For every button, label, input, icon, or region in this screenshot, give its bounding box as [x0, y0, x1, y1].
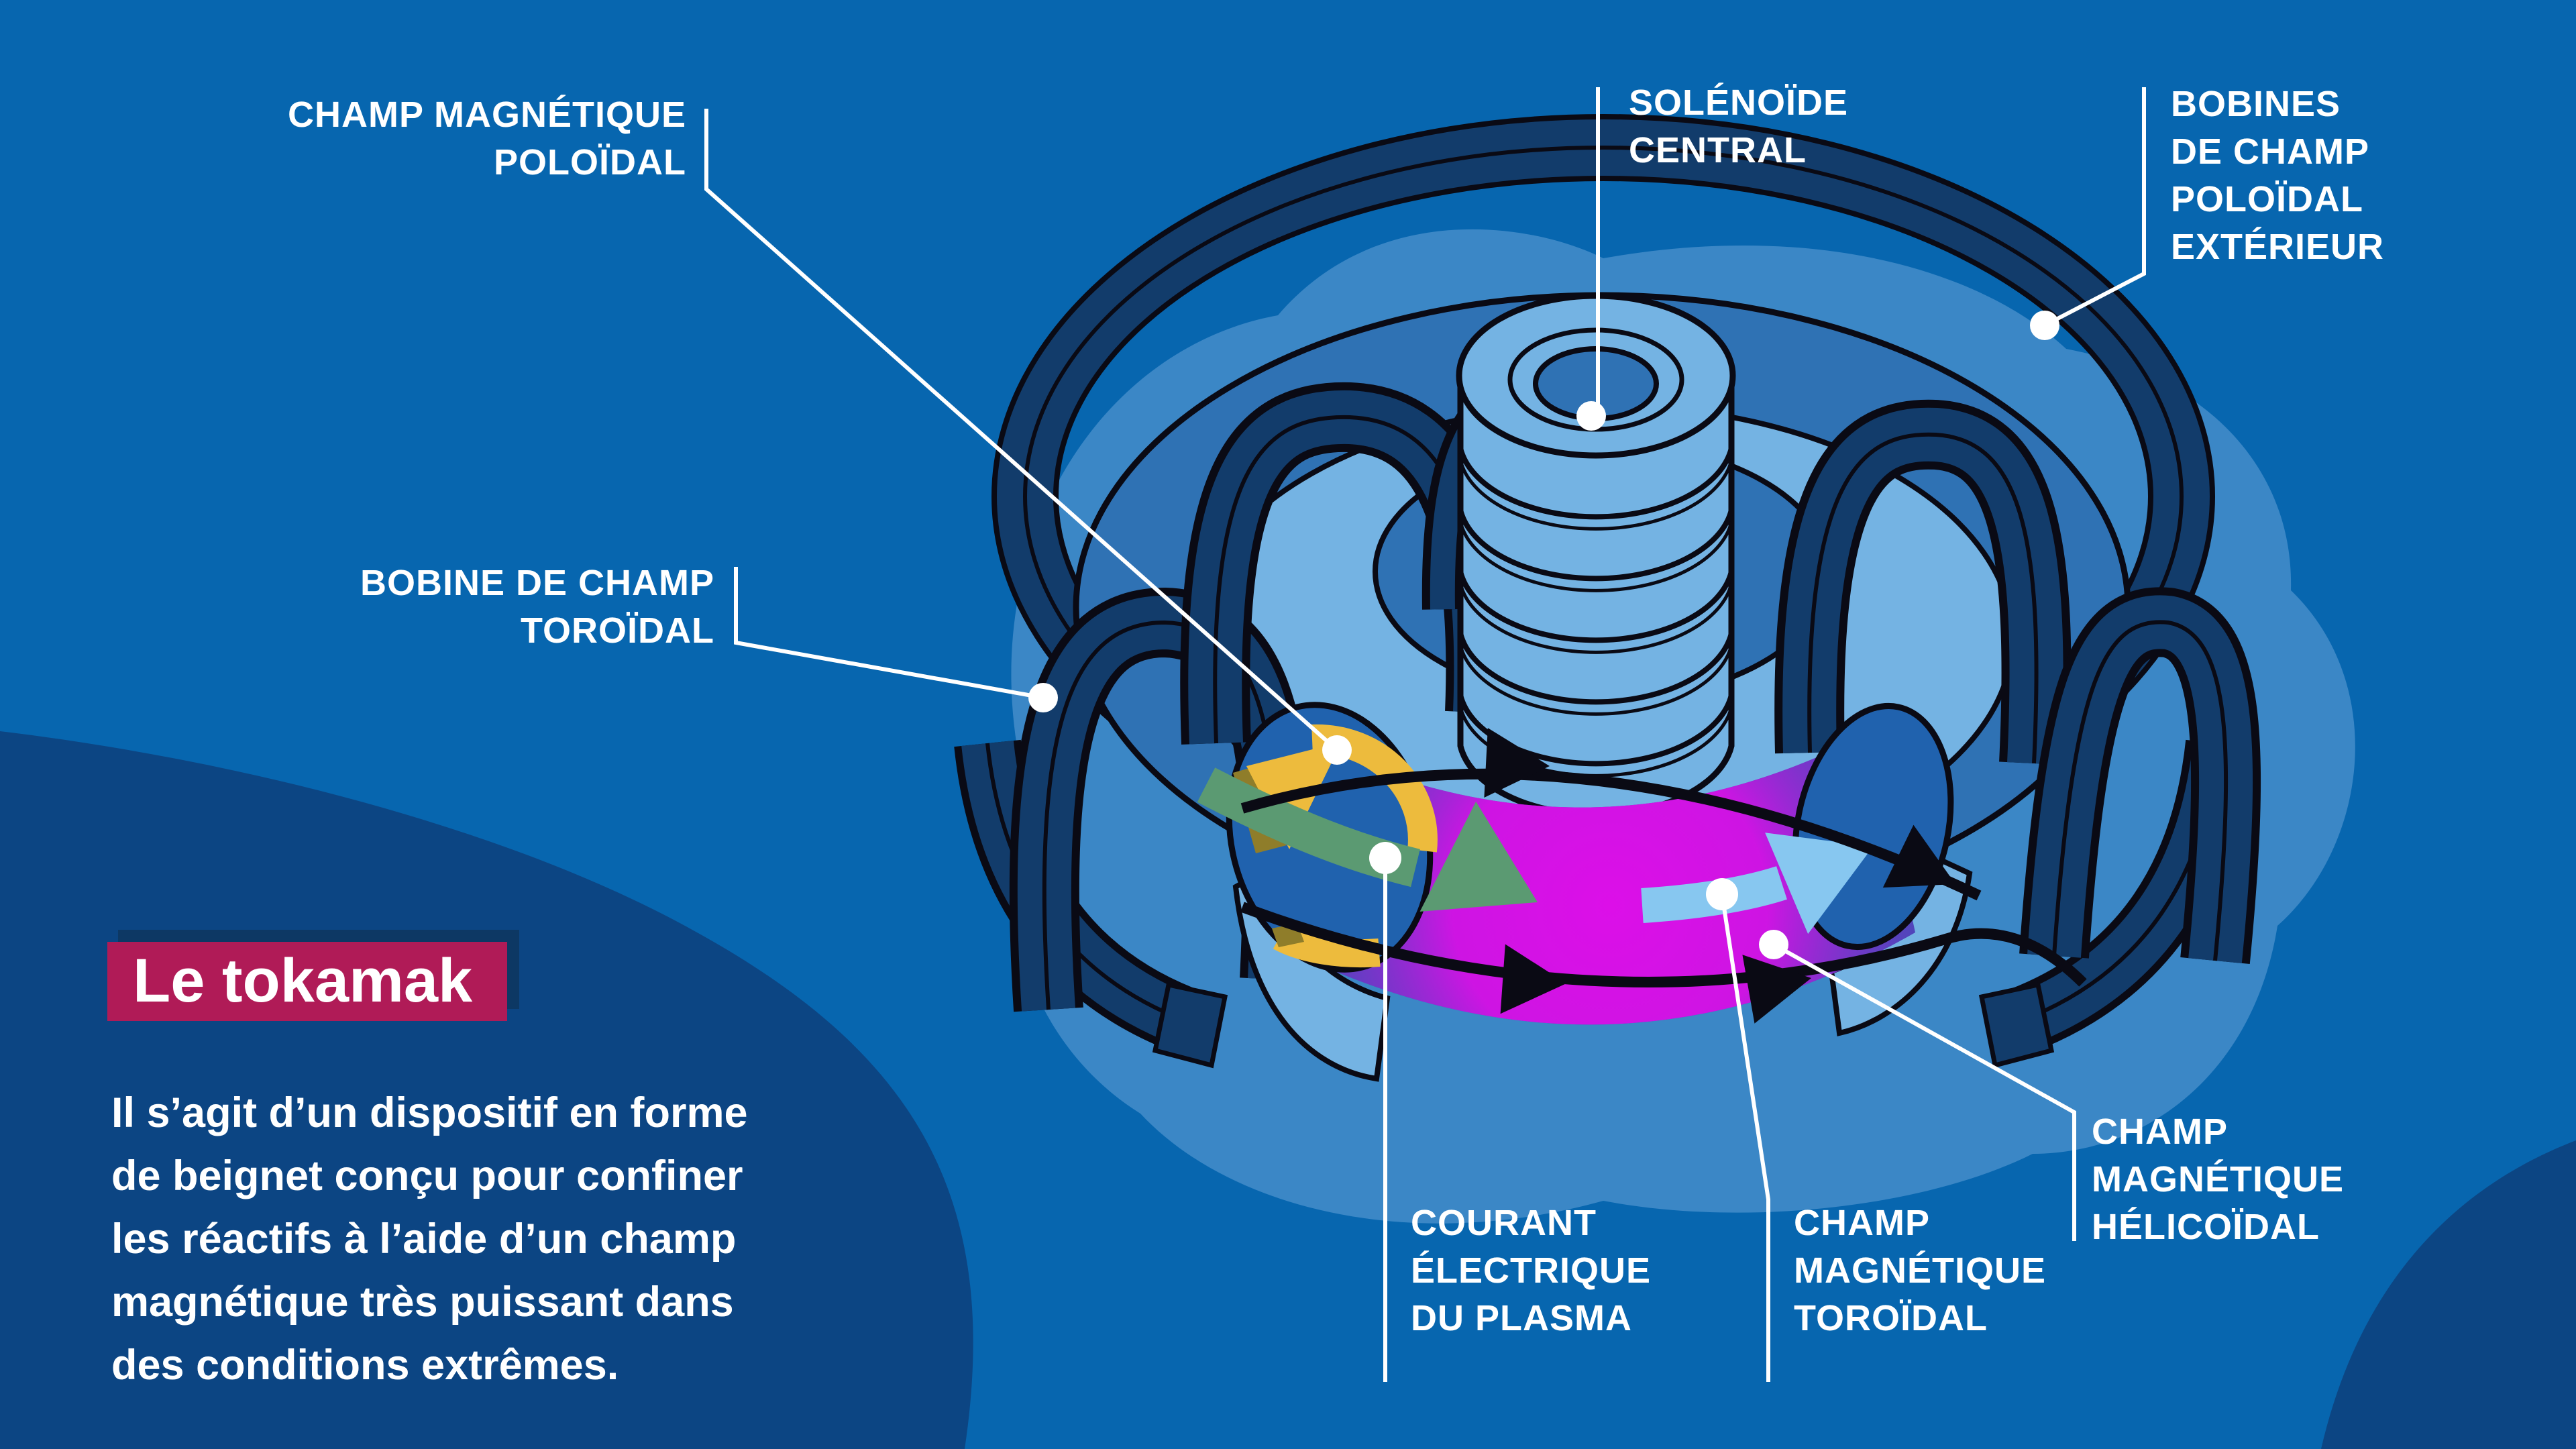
label-line: BOBINE DE CHAMP — [360, 563, 714, 603]
label-line: CHAMP — [2092, 1112, 2228, 1152]
label-line: TOROÏDAL — [1794, 1298, 1988, 1338]
label-line: MAGNÉTIQUE — [2092, 1159, 2345, 1199]
label-line: CHAMP — [1794, 1203, 1930, 1243]
label-bobines-champ-poloidal-exterieur: BOBINES DE CHAMP POLOÏDAL EXTÉRIEUR — [2171, 80, 2384, 271]
description-line: magnétique très puissant dans — [111, 1279, 734, 1326]
leader-poloidal-field — [704, 109, 1338, 752]
label-line: POLOÏDAL — [2171, 179, 2363, 219]
leader-dot — [1576, 401, 1606, 431]
leader-toroidal-field — [1720, 894, 1770, 1382]
label-courant-electrique-plasma: COURANT ÉLECTRIQUE DU PLASMA — [1411, 1199, 1651, 1342]
label-line: CHAMP MAGNÉTIQUE — [287, 95, 686, 135]
page-title: Le tokamak — [107, 942, 507, 1021]
label-line: POLOÏDAL — [494, 142, 686, 182]
leader-lines — [704, 87, 2146, 1382]
label-line: SOLÉNOÏDE — [1629, 83, 1849, 123]
leader-dot — [1369, 842, 1401, 874]
corner-blob-bottom-right — [2321, 1140, 2576, 1449]
label-line: CENTRAL — [1629, 130, 1807, 170]
label-line: COURANT — [1411, 1203, 1597, 1243]
description-line: de beignet conçu pour confiner — [111, 1152, 743, 1199]
label-solenoide-central: SOLÉNOÏDE CENTRAL — [1629, 79, 1848, 174]
label-line: ÉLECTRIQUE — [1411, 1250, 1652, 1291]
corner-blob-bottom-left — [0, 731, 973, 1449]
leader-dot — [1028, 683, 1058, 712]
leader-dot — [1322, 735, 1352, 765]
leader-dot — [2030, 311, 2059, 340]
label-line: DE CHAMP — [2171, 131, 2370, 172]
label-champ-magnetique-poloidal: CHAMP MAGNÉTIQUE POLOÏDAL — [284, 91, 686, 186]
toroidal-coil-far-right — [2019, 587, 2261, 965]
description-line: des conditions extrêmes. — [111, 1342, 619, 1389]
label-line: EXTÉRIEUR — [2171, 227, 2385, 267]
leader-helical-field — [1772, 943, 2076, 1241]
description-line: Il s’agit d’un dispositif en forme — [111, 1089, 748, 1136]
description: Il s’agit d’un dispositif en forme de be… — [111, 1081, 1010, 1397]
label-bobine-champ-toroidal: BOBINE DE CHAMP TOROÏDAL — [312, 559, 714, 655]
leader-toroidal-coil — [734, 567, 1044, 700]
leader-dots — [1028, 311, 2059, 959]
toroidal-coil-upper-right — [1774, 399, 2072, 765]
label-line: BOBINES — [2171, 84, 2341, 124]
label-line: HÉLICOÏDAL — [2092, 1207, 2320, 1247]
helical-field-lines — [1240, 728, 2087, 1024]
label-champ-magnetique-toroidal: CHAMP MAGNÉTIQUE TOROÏDAL — [1794, 1199, 2046, 1342]
leader-dot — [1706, 878, 1738, 910]
leader-dot — [1759, 930, 1788, 959]
description-line: les réactifs à l’aide d’un champ — [111, 1216, 737, 1263]
label-line: MAGNÉTIQUE — [1794, 1250, 2047, 1291]
label-champ-magnetique-helicoidal: CHAMP MAGNÉTIQUE HÉLICOÏDAL — [2092, 1108, 2344, 1251]
leader-outer-coils — [2043, 87, 2146, 327]
label-line: TOROÏDAL — [521, 610, 714, 651]
label-line: DU PLASMA — [1411, 1298, 1632, 1338]
